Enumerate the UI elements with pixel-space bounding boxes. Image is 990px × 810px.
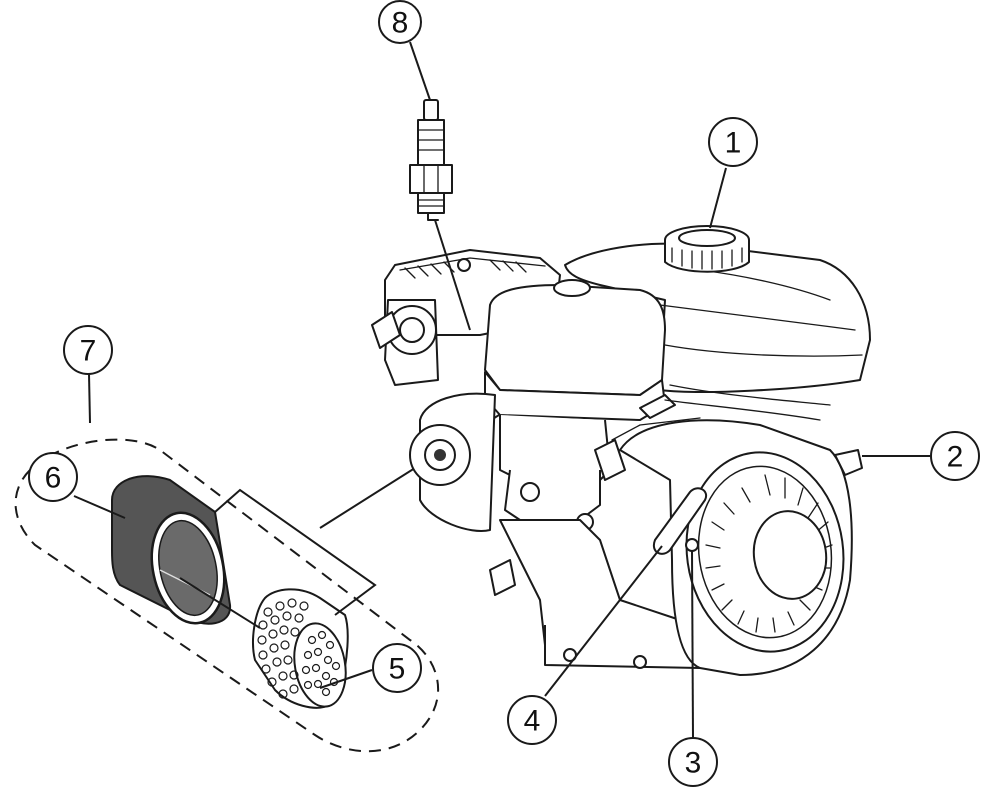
callout-4-label: 4	[524, 705, 541, 738]
leader-7	[88, 373, 91, 424]
callout-4: 4	[507, 695, 557, 745]
leader-8b	[434, 219, 471, 331]
assembly-guide-upper	[214, 488, 377, 616]
stop-switch	[834, 449, 863, 476]
leader-3	[691, 550, 694, 739]
callout-2: 2	[930, 431, 980, 481]
air-filter-group-outline	[14, 438, 439, 753]
callout-1: 1	[708, 117, 758, 167]
callout-3: 3	[668, 737, 718, 787]
callout-7: 7	[63, 325, 113, 375]
callouts: 1 2 3 4 5 6 7 8	[28, 0, 980, 787]
choke-knob	[371, 311, 401, 349]
callout-6: 6	[28, 452, 78, 502]
fuel-cap	[664, 225, 750, 273]
starter-handle	[652, 487, 708, 555]
callout-3-label: 3	[685, 747, 702, 780]
starter-vents	[705, 474, 833, 633]
callout-5: 5	[372, 643, 422, 693]
leader-8a	[409, 41, 431, 101]
callout-8: 8	[378, 0, 422, 44]
leader-1	[709, 167, 727, 229]
spark-plug	[409, 99, 453, 221]
fuel-tank	[564, 242, 871, 393]
leader-5	[319, 669, 373, 689]
callout-8-label: 8	[392, 7, 409, 40]
perforated-filter-element	[252, 588, 349, 709]
perforation-holes	[257, 598, 341, 699]
air-cleaner-cover	[484, 284, 666, 396]
callout-2-label: 2	[947, 441, 964, 474]
foam-filter-element	[111, 475, 232, 625]
callout-1-label: 1	[725, 127, 742, 160]
leader-lines	[73, 41, 930, 739]
callout-7-label: 7	[80, 335, 97, 368]
engine-body	[371, 225, 871, 676]
assembly-guide-center	[179, 577, 261, 629]
callout-6-label: 6	[45, 462, 62, 495]
oil-drain-plug	[489, 559, 516, 596]
leader-4	[544, 545, 663, 697]
callout-5-label: 5	[389, 653, 406, 686]
leader-6	[73, 495, 126, 519]
air-filter-group	[14, 407, 511, 753]
